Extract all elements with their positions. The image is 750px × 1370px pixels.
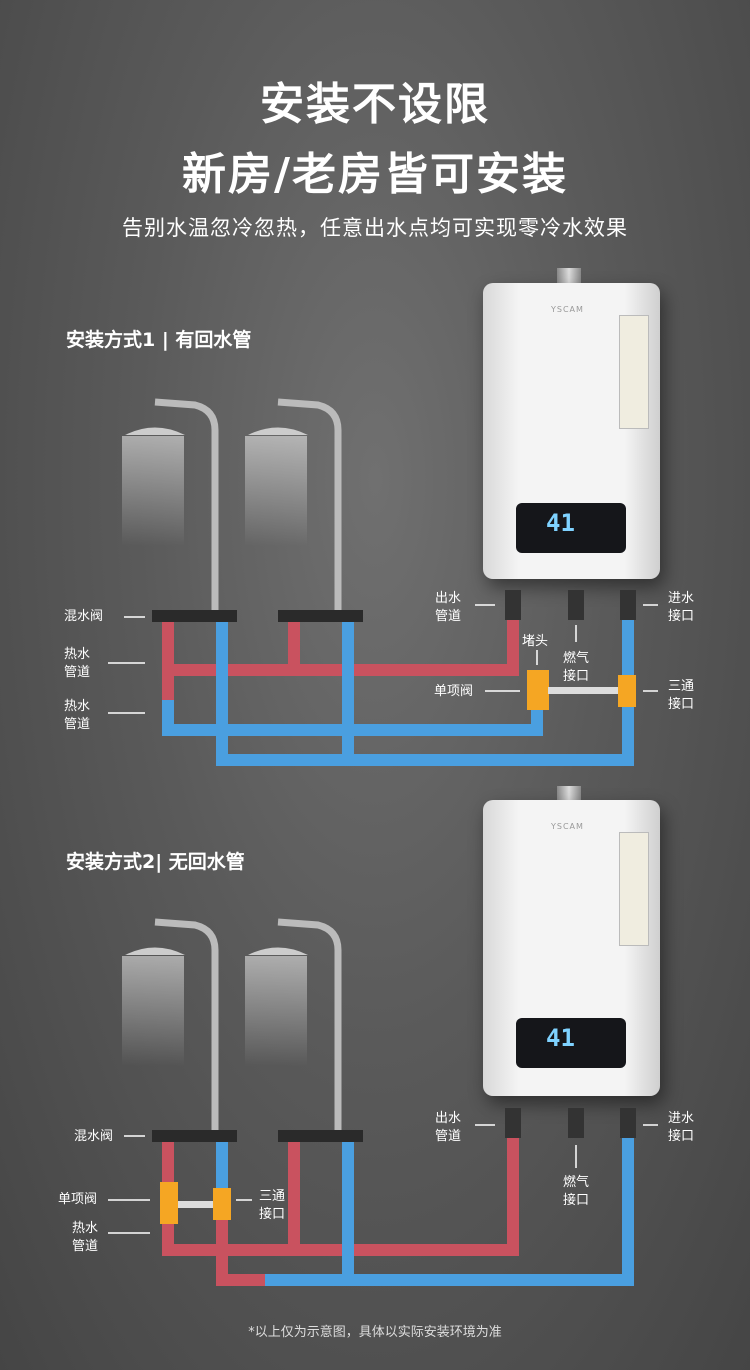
label-gas-2: 燃气 接口 [563, 1174, 589, 1210]
piping-diagram-2 [108, 918, 658, 1286]
control-panel-2: 41 [516, 1018, 626, 1068]
mixer-valve-2 [278, 610, 363, 622]
tee-fitting-1 [618, 675, 636, 707]
control-panel: 41 [516, 503, 626, 553]
label-inlet-1: 进水 接口 [668, 590, 694, 626]
shower-1 [122, 398, 219, 620]
label-tee-1-line1: 三通 [668, 679, 695, 694]
energy-label [619, 315, 649, 429]
mixer-valve-3 [152, 1130, 237, 1142]
label-tee-2: 三通 接口 [259, 1188, 285, 1224]
label-gas-1: 燃气 接口 [563, 650, 589, 686]
label-mix-valve-2: 混水阀 [74, 1129, 114, 1144]
label-tee-1: 三通 接口 [668, 678, 694, 714]
page-title: 安装不设限 [260, 79, 490, 130]
piping-diagram-1 [108, 398, 658, 766]
inlet-connector [620, 590, 636, 620]
label-gas-1-line2: 接口 [563, 669, 590, 684]
label-plug: 堵头 [522, 634, 549, 649]
shower-2 [245, 398, 342, 620]
label-outlet-1-line1: 出水 [435, 591, 462, 606]
label-gas-1-line1: 燃气 [563, 651, 590, 666]
label-hot-pipe-b: 热水 管道 [64, 698, 90, 734]
section2-title: 安装方式2| 无回水管 [66, 851, 245, 873]
label-outlet-1: 出水 管道 [435, 590, 461, 626]
label-inlet-2-line1: 进水 [668, 1111, 695, 1126]
temperature-display: 41 [546, 509, 575, 537]
label-outlet-2-line2: 管道 [435, 1129, 462, 1144]
tee-fitting-2 [213, 1188, 231, 1220]
brand-logo: YSCAM [551, 305, 584, 314]
label-tee-2-line1: 三通 [259, 1189, 286, 1204]
label-hot-pipe-a-line1: 热水 [64, 647, 91, 662]
connector-2 [178, 1201, 213, 1208]
label-inlet-1-line1: 进水 [668, 591, 695, 606]
label-check-valve-1: 单项阀 [434, 684, 474, 699]
footnote: *以上仅为示意图，具体以实际安装环境为准 [248, 1325, 502, 1340]
check-valve-2 [160, 1182, 178, 1224]
label-outlet-1-line2: 管道 [435, 609, 462, 624]
label-hot-pipe-2-line2: 管道 [72, 1239, 99, 1254]
shower-3 [122, 918, 219, 1130]
gas-connector [568, 590, 584, 620]
page-tagline: 告别水温忽冷忽热，任意出水点均可实现零冷水效果 [122, 216, 628, 240]
label-inlet-2: 进水 接口 [668, 1110, 694, 1146]
cold-pipes-1 [162, 605, 634, 766]
water-heater-2: YSCAM 41 [483, 800, 660, 1096]
water-heater-1: YSCAM 41 [483, 283, 660, 579]
label-hot-pipe-a: 热水 管道 [64, 646, 90, 682]
label-hot-pipe-2: 热水 管道 [72, 1220, 98, 1256]
temperature-display-2: 41 [546, 1024, 575, 1052]
label-hot-pipe-a-line2: 管道 [64, 665, 91, 680]
connector-1 [548, 687, 618, 694]
label-gas-2-line1: 燃气 [563, 1175, 590, 1190]
label-hot-pipe-b-line1: 热水 [64, 699, 91, 714]
outlet-connector-2 [505, 1108, 521, 1138]
mixer-valve-4 [278, 1130, 363, 1142]
label-check-valve-2: 单项阀 [58, 1192, 98, 1207]
energy-label-2 [619, 832, 649, 946]
inlet-connector-2 [620, 1108, 636, 1138]
label-inlet-1-line2: 接口 [668, 609, 695, 624]
label-outlet-2: 出水 管道 [435, 1110, 461, 1146]
label-outlet-2-line1: 出水 [435, 1111, 462, 1126]
outlet-connector [505, 590, 521, 620]
page-subtitle-heading: 新房/老房皆可安装 [181, 149, 569, 200]
mixer-valve-1 [152, 610, 237, 622]
label-inlet-2-line2: 接口 [668, 1129, 695, 1144]
section1-title: 安装方式1 | 有回水管 [66, 329, 252, 351]
shower-4 [245, 918, 342, 1130]
gas-connector-2 [568, 1108, 584, 1138]
label-tee-1-line2: 接口 [668, 697, 695, 712]
label-tee-2-line2: 接口 [259, 1207, 286, 1222]
label-gas-2-line2: 接口 [563, 1193, 590, 1208]
label-hot-pipe-2-line1: 热水 [72, 1221, 99, 1236]
brand-logo-2: YSCAM [551, 822, 584, 831]
label-hot-pipe-b-line2: 管道 [64, 717, 91, 732]
flue-pipe [557, 268, 581, 286]
hot-pipes-1 [162, 615, 519, 700]
flue-pipe-2 [557, 786, 581, 804]
check-valve-1 [527, 670, 549, 710]
label-mix-valve-1: 混水阀 [64, 609, 104, 624]
